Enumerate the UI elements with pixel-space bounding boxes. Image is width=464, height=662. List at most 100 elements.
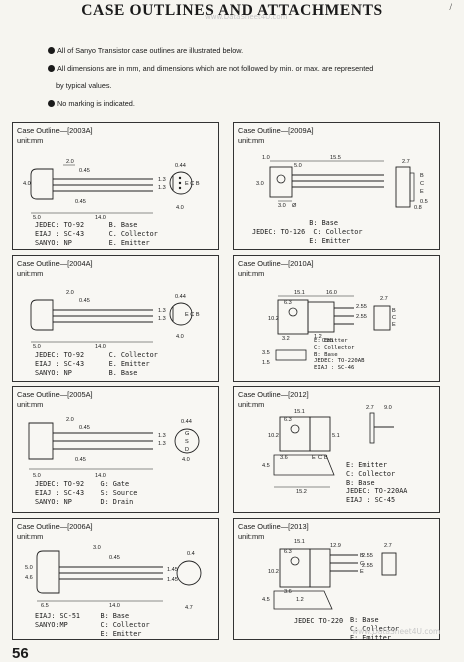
note-3: No marking is indicated. bbox=[48, 95, 428, 113]
dim-label: 16.0 bbox=[326, 290, 337, 296]
dim-label: 14.0 bbox=[95, 473, 106, 479]
dim-label: 0.5 bbox=[420, 199, 428, 205]
dim-label: 2.7 bbox=[366, 405, 374, 411]
case-2004a-drawing: 2.0 0.45 0.44 5.0 14.0 4.0 1.3 1.3 E C B bbox=[30, 290, 200, 350]
dim-label: 0.44 bbox=[175, 294, 186, 300]
pin-labels: E C B bbox=[185, 312, 200, 318]
top-watermark: www.DataSheet4U.com bbox=[205, 13, 288, 21]
dim-label: 5.1 bbox=[332, 433, 340, 439]
pin-label: B bbox=[360, 553, 364, 559]
dim-label: 6.3 bbox=[284, 300, 292, 306]
pin-label: G bbox=[185, 431, 189, 437]
case-unit: unit:mm bbox=[238, 532, 265, 541]
dim-label: 4.5 bbox=[262, 597, 270, 603]
dim-label: 2.55 bbox=[356, 314, 367, 320]
pin-label: D bbox=[185, 447, 189, 453]
case-2009a-panel: Case Outline—[2009A]unit:mm 1.0 15.5 3.0… bbox=[233, 122, 440, 250]
pin-label: E bbox=[360, 569, 364, 575]
dim-label: 3.0 bbox=[256, 181, 264, 187]
case-unit: unit:mm bbox=[238, 269, 265, 278]
dim-label: 3.6 bbox=[284, 589, 292, 595]
case-2005a-panel: Case Outline—[2005A]unit:mm 2.0 0.45 0.4… bbox=[12, 386, 219, 513]
case-title: Case Outline—[2006A] bbox=[17, 522, 93, 531]
dim-label: 6.3 bbox=[284, 549, 292, 555]
dim-label: 2.55 bbox=[362, 563, 373, 569]
dim-label: 0.44 bbox=[181, 419, 192, 425]
case-title: Case Outline—[2013] bbox=[238, 522, 309, 531]
case-title: Case Outline—[2009A] bbox=[238, 126, 314, 135]
dim-label: 6.3 bbox=[284, 417, 292, 423]
dim-label: 1.3 bbox=[158, 308, 166, 314]
dim-label: 0.45 bbox=[79, 298, 90, 304]
dim-label: 4.0 bbox=[182, 457, 190, 463]
case-2012-panel: Case Outline—[2012]unit:mm 15.1 6.3 2.7 … bbox=[233, 386, 440, 513]
dim-label: 4.0 bbox=[176, 334, 184, 340]
case-legend-small: JEDEC: TO-220AB EIAJ : SC-46 bbox=[314, 358, 365, 371]
dim-label: 1.3 bbox=[158, 316, 166, 322]
dim-label: 2.0 bbox=[66, 290, 74, 296]
dim-label: 1.2 bbox=[296, 597, 304, 603]
dim-label: 1.45 bbox=[167, 577, 178, 583]
case-2013-panel: Case Outline—[2013]unit:mm 15.1 6.3 12.9… bbox=[233, 518, 440, 642]
dim-label: 2.55 bbox=[356, 304, 367, 310]
dim-label: 4.0 bbox=[176, 205, 184, 211]
dim-label: 2.55 bbox=[362, 553, 373, 559]
dim-label: 1.45 bbox=[167, 567, 178, 573]
dim-label: 3.6 bbox=[280, 455, 288, 461]
page-number: 56 bbox=[12, 645, 29, 662]
dim-label: 3.5 bbox=[262, 350, 270, 356]
dim-label: 3.0 bbox=[278, 203, 286, 209]
case-title: Case Outline—[2012] bbox=[238, 390, 309, 399]
pin-labels: E C B bbox=[185, 181, 200, 187]
dim-label: 15.2 bbox=[296, 489, 307, 495]
dim-label: 10.2 bbox=[268, 433, 279, 439]
footer-watermark: www.DataSheet4U.com bbox=[352, 627, 441, 636]
dim-label: 0.8 bbox=[414, 205, 422, 211]
case-2013-drawing: 15.1 6.3 12.9 2.7 10.2 3.6 4.5 2.55 2.55… bbox=[262, 539, 397, 610]
dim-label: 0.45 bbox=[79, 168, 90, 174]
dim-label: 4.0 bbox=[23, 181, 31, 187]
pin-label: C bbox=[392, 315, 396, 321]
dim-label: 5.0 bbox=[33, 473, 41, 479]
dim-label: 14.0 bbox=[109, 603, 120, 609]
dim-label: 12.9 bbox=[330, 543, 341, 549]
case-legend: JEDEC: TO-92 B. Base EIAJ : SC-43 C. Col… bbox=[35, 221, 158, 247]
dim-label: 5.0 bbox=[25, 565, 33, 571]
case-2010a-panel: Case Outline—[2010A]unit:mm 15.1 16.0 6.… bbox=[233, 255, 440, 382]
dim-label: 9.0 bbox=[384, 405, 392, 411]
notes-block: All of Sanyo Transistor case outlines ar… bbox=[48, 42, 428, 112]
case-title: Case Outline—[2005A] bbox=[17, 390, 93, 399]
dim-label: 1.3 bbox=[158, 441, 166, 447]
dim-label: 10.2 bbox=[268, 316, 279, 322]
case-unit: unit:mm bbox=[17, 136, 44, 145]
bullet-icon bbox=[48, 64, 55, 72]
corner-mark: / bbox=[449, 2, 452, 12]
dim-label: Ø bbox=[292, 203, 297, 209]
page-title: CASE OUTLINES AND ATTACHMENTS bbox=[81, 2, 383, 19]
case-title: Case Outline—[2004A] bbox=[17, 259, 93, 268]
case-2004a-panel: Case Outline—[2004A]unit:mm 2.0 0.45 0.4… bbox=[12, 255, 219, 382]
dim-label: 1.2 bbox=[314, 334, 322, 340]
dim-label: 0.45 bbox=[75, 457, 86, 463]
dim-label: 2.7 bbox=[402, 159, 410, 165]
dim-label: 5.0 bbox=[33, 215, 41, 221]
case-legend: EIAJ: SC-51 B: Base SANYO:MP C: Collecto… bbox=[35, 612, 150, 638]
note-1: All of Sanyo Transistor case outlines ar… bbox=[48, 42, 428, 60]
dim-label: 15.5 bbox=[330, 155, 341, 161]
case-2009a-drawing: 1.0 15.5 3.0 5.0 2.7 3.0 0.8 0.5 Ø B C E bbox=[256, 155, 428, 211]
case-legend: JEDEC TO-220 bbox=[294, 617, 344, 625]
dim-label: 2.0 bbox=[66, 159, 74, 165]
dim-label: 0.85 bbox=[322, 338, 333, 344]
dim-label: 0.45 bbox=[109, 555, 120, 561]
case-2006a-drawing: 3.0 0.45 0.4 6.5 14.0 4.7 1.45 1.45 5.0 … bbox=[25, 545, 202, 611]
dim-label: 1.3 bbox=[158, 433, 166, 439]
pin-label: C bbox=[420, 181, 424, 187]
dim-label: 14.0 bbox=[95, 344, 106, 350]
dim-label: 0.4 bbox=[187, 551, 195, 557]
pin-label: B bbox=[392, 308, 396, 314]
case-2010a-drawing: 15.1 16.0 6.3 2.7 10.2 3.2 1.2 0.85 3.5 … bbox=[262, 290, 396, 366]
dim-label: 5.0 bbox=[294, 163, 302, 169]
dim-label: 1.3 bbox=[158, 185, 166, 191]
pin-label: S bbox=[185, 439, 189, 445]
bullet-icon bbox=[48, 47, 55, 54]
